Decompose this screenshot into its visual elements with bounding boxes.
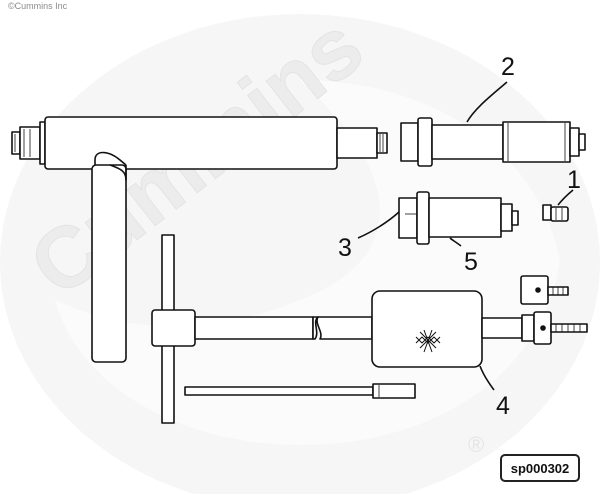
callout-3: 3: [338, 234, 352, 262]
callout-2: 2: [501, 53, 515, 81]
part-3-5-adapter: [398, 191, 519, 245]
copyright-text: ©Cummins Inc: [8, 1, 68, 11]
t-handle-puller: [11, 116, 388, 363]
registered-mark: ®: [468, 432, 484, 457]
leader-lines: [357, 81, 574, 391]
slender-rod: [184, 383, 416, 399]
figure-id-box: sp000302: [500, 454, 580, 482]
slide-hammer: [151, 234, 588, 424]
callout-1: 1: [567, 166, 581, 194]
small-threaded-adapter: [520, 275, 569, 305]
callout-5: 5: [464, 248, 478, 276]
part-1-nut: [542, 204, 569, 222]
part-2-adapter: [400, 117, 586, 167]
callout-4: 4: [496, 392, 510, 420]
